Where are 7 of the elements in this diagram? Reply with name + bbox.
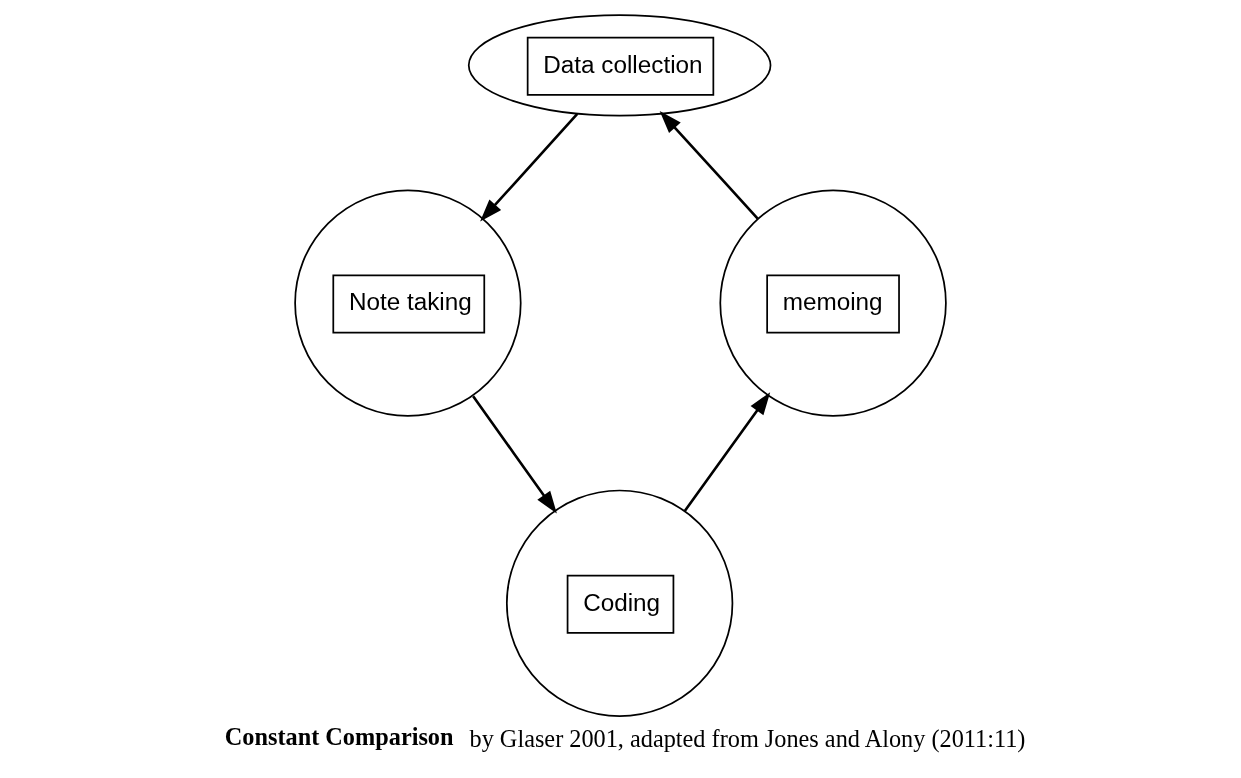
node-ellipse: Data collection	[467, 14, 772, 117]
node-circle: Note taking	[294, 189, 522, 417]
arrow	[659, 111, 759, 220]
caption: Constant Comparison by Glaser 2001, adapted from Jones and Alony (2011:11)	[224, 723, 1026, 752]
arrow	[480, 113, 579, 222]
arrow	[683, 392, 771, 512]
arrow	[472, 395, 557, 514]
